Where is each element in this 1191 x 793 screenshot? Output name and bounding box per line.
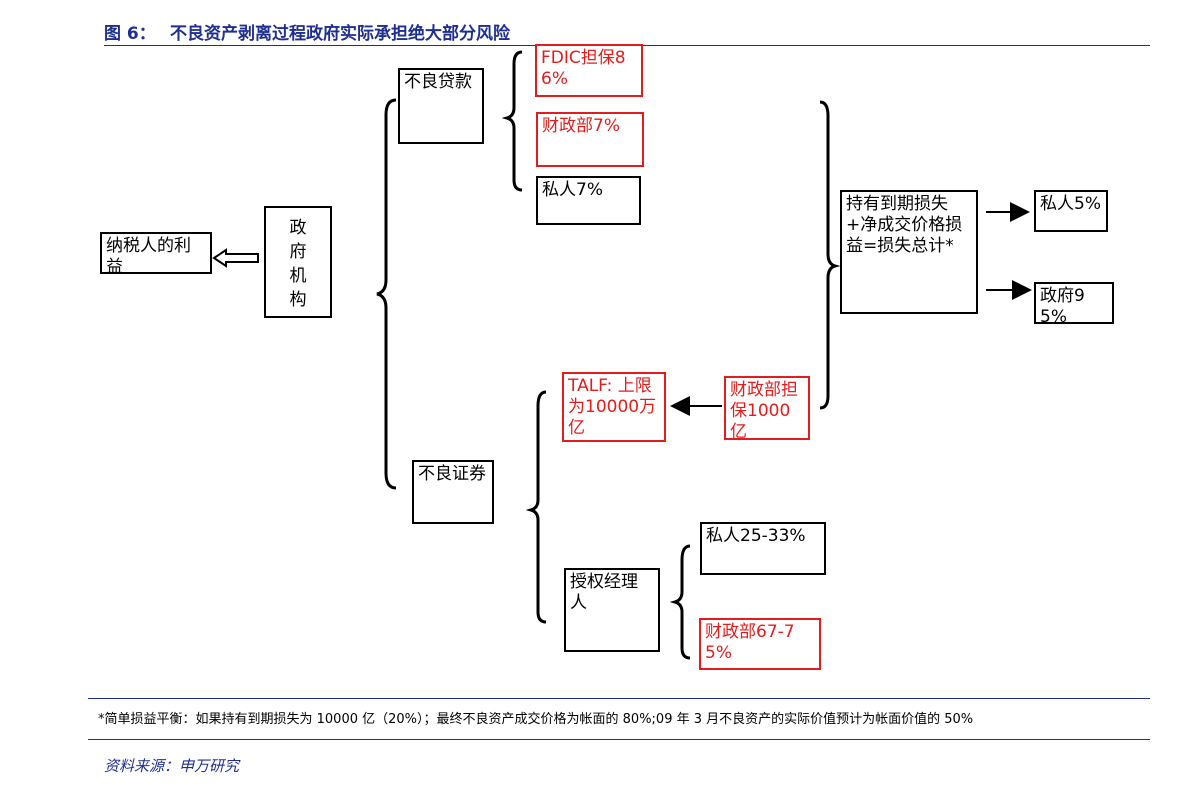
government-95-box: 政府95% bbox=[1034, 282, 1114, 324]
brace-securities bbox=[525, 390, 547, 624]
brace-right bbox=[819, 100, 841, 410]
private-5-box: 私人5% bbox=[1034, 190, 1108, 232]
brace-manager bbox=[669, 544, 691, 660]
treasury-7-box: 财政部7% bbox=[536, 112, 644, 167]
bad-loans-label: 不良贷款 bbox=[404, 72, 472, 92]
private-25-33-box: 私人25-33% bbox=[700, 522, 826, 575]
government-95-label: 政府95% bbox=[1040, 286, 1085, 324]
government-agency-box: 政府机构 bbox=[264, 206, 332, 318]
fdic-guarantee-label: FDIC担保86% bbox=[541, 48, 626, 89]
brace-loans bbox=[501, 50, 523, 192]
diagram-connectors bbox=[212, 50, 1032, 660]
private-7-label: 私人7% bbox=[542, 180, 603, 200]
figure-title: 不良资产剥离过程政府实际承担绝大部分风险 bbox=[170, 24, 510, 44]
taxpayer-interest-label: 纳税人的利益 bbox=[106, 236, 191, 274]
authorized-manager-box: 授权经理人 bbox=[564, 568, 660, 652]
treasury-7-label: 财政部7% bbox=[542, 116, 620, 136]
fdic-guarantee-box: FDIC担保86% bbox=[535, 44, 643, 97]
figure-number: 图 6： bbox=[104, 24, 156, 44]
talf-cap-box: TALF: 上限为10000万亿 bbox=[562, 372, 666, 442]
talf-cap-label: TALF: 上限为10000万亿 bbox=[568, 376, 657, 438]
hollow-arrow bbox=[212, 248, 259, 268]
private-7-box: 私人7% bbox=[536, 176, 641, 225]
bad-loans-box: 不良贷款 bbox=[398, 68, 484, 144]
bad-securities-label: 不良证券 bbox=[418, 464, 486, 484]
hold-to-maturity-loss-label: 持有到期损失+净成交价格损益=损失总计* bbox=[846, 194, 963, 256]
treasury-67-75-box: 财政部67-75% bbox=[699, 618, 821, 670]
brace-gov bbox=[376, 98, 397, 490]
private-5-label: 私人5% bbox=[1040, 194, 1101, 214]
bad-securities-box: 不良证券 bbox=[412, 460, 494, 524]
authorized-manager-label: 授权经理人 bbox=[570, 572, 638, 613]
treasury-67-75-label: 财政部67-75% bbox=[705, 622, 795, 663]
treasury-guarantee-label: 财政部担保1000亿 bbox=[730, 380, 798, 440]
private-25-33-label: 私人25-33% bbox=[706, 526, 806, 546]
treasury-guarantee-box: 财政部担保1000亿 bbox=[724, 376, 810, 440]
government-agency-label: 政府机构 bbox=[289, 218, 307, 310]
hold-to-maturity-loss-box: 持有到期损失+净成交价格损益=损失总计* bbox=[840, 190, 978, 314]
footnote: *简单损益平衡：如果持有到期损失为 10000 亿（20%）；最终不良资产成交价… bbox=[88, 698, 1150, 740]
source-note: 资料来源：申万研究 bbox=[104, 757, 240, 775]
taxpayer-interest-box: 纳税人的利益 bbox=[100, 232, 212, 274]
